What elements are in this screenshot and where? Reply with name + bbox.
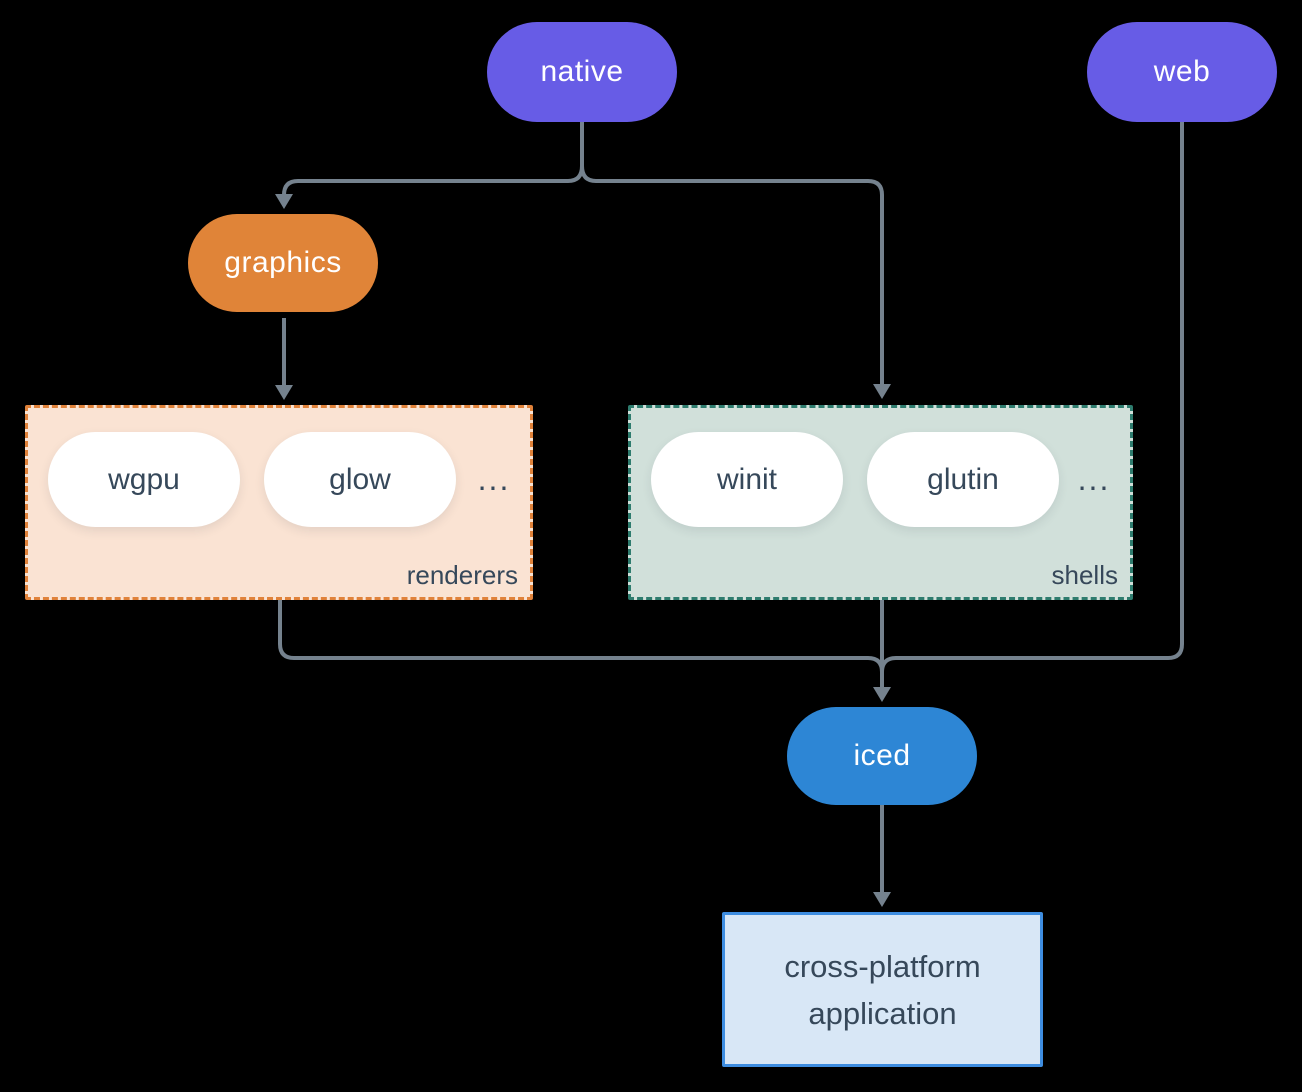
- edge-native-to-graphics: [282, 165, 584, 196]
- node-glow: glow: [264, 432, 456, 527]
- node-glow-label: glow: [329, 462, 391, 496]
- application-label-line1: cross-platform: [784, 948, 981, 984]
- node-winit-label: winit: [716, 462, 777, 496]
- node-cross-platform-application: cross-platform application: [722, 912, 1043, 1067]
- renderers-group-label: renderers: [406, 560, 518, 590]
- node-web-label: web: [1153, 55, 1211, 88]
- renderers-ellipsis: ...: [477, 461, 511, 497]
- node-wgpu: wgpu: [48, 432, 240, 527]
- shells-group-label: shells: [1051, 560, 1118, 590]
- node-native: native: [487, 22, 677, 122]
- node-glutin: glutin: [867, 432, 1059, 527]
- group-renderers: wgpu glow ... renderers: [25, 405, 533, 600]
- arrowhead-into-application: [873, 892, 891, 907]
- group-shells: winit glutin ... shells: [628, 405, 1133, 600]
- edge-native-to-shells: [580, 165, 884, 384]
- arrowhead-into-iced: [873, 687, 891, 702]
- shells-ellipsis: ...: [1077, 461, 1111, 497]
- node-iced-label: iced: [853, 739, 911, 772]
- node-wgpu-label: wgpu: [108, 462, 180, 496]
- node-winit: winit: [651, 432, 843, 527]
- arrowhead-into-graphics: [275, 194, 293, 209]
- node-glutin-label: glutin: [927, 462, 999, 496]
- node-web: web: [1087, 22, 1277, 122]
- node-iced: iced: [787, 707, 977, 805]
- node-graphics: graphics: [188, 214, 378, 312]
- node-native-label: native: [540, 55, 624, 88]
- application-label-line2: application: [808, 995, 957, 1031]
- node-graphics-label: graphics: [224, 246, 342, 279]
- arrowhead-into-shells: [873, 384, 891, 399]
- edge-renderers-to-iced: [278, 600, 884, 673]
- arrowhead-into-renderers: [275, 385, 293, 400]
